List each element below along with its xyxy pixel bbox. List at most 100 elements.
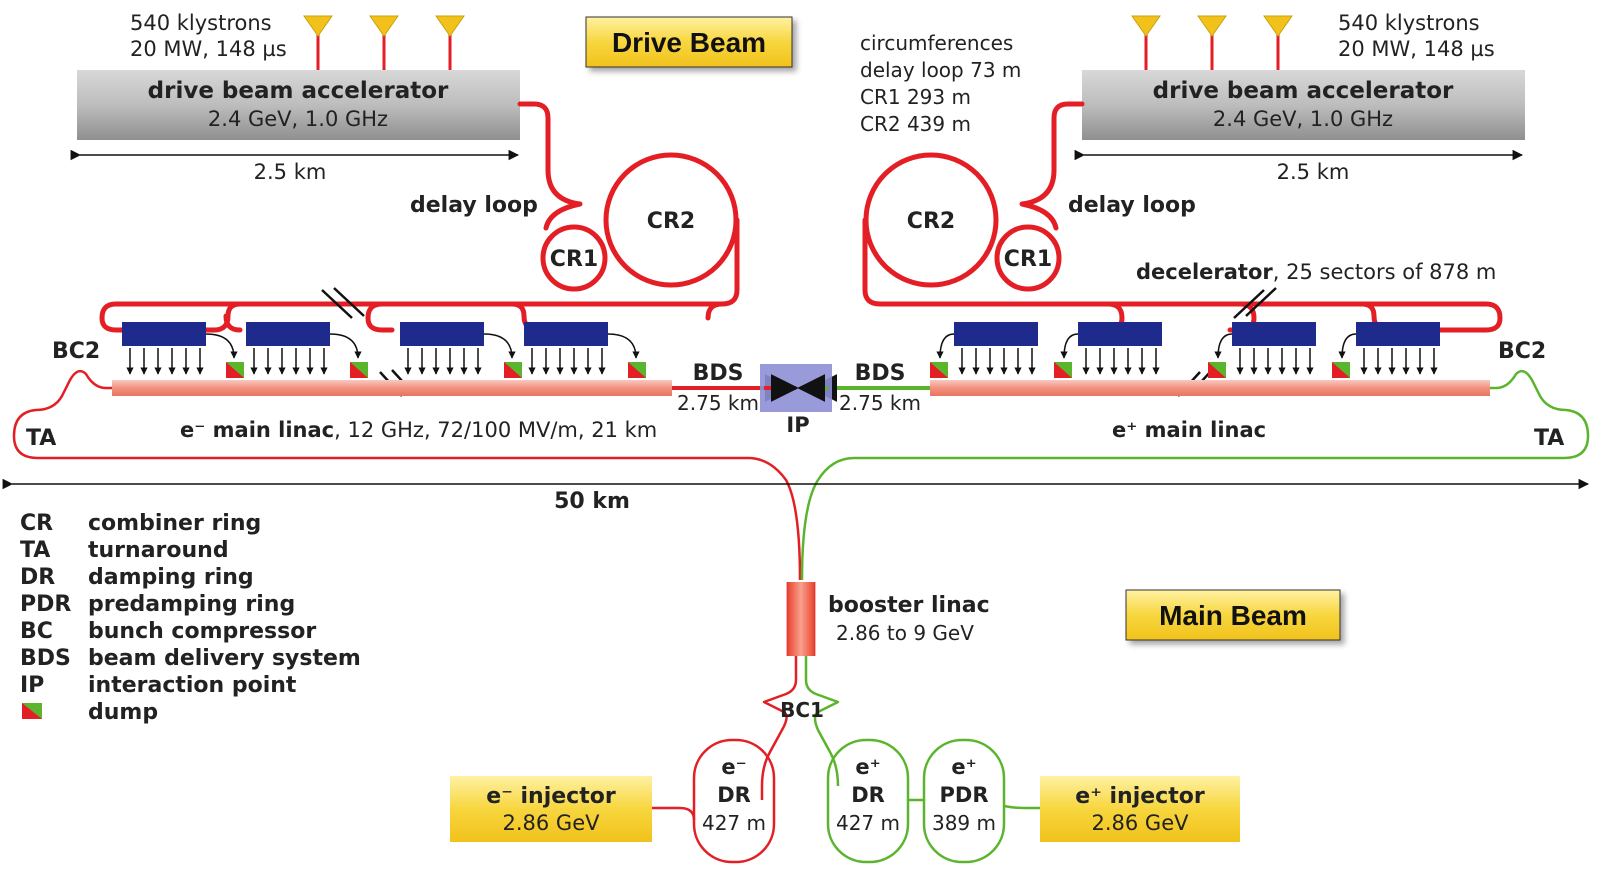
electron-main-linac — [112, 380, 672, 396]
klystron-antennas-right — [1131, 15, 1293, 70]
legend-item: PDR predamping ring — [20, 592, 295, 617]
electron-injector-line — [652, 806, 696, 821]
dump-arrow — [483, 333, 516, 359]
circumferences-heading: circumferences — [860, 31, 1013, 55]
drive-accelerator-spec-right: 2.4 GeV, 1.0 GHz — [1213, 107, 1393, 131]
drive-beam-accelerator-left — [77, 70, 520, 140]
circumference-delay-loop: delay loop 73 m — [860, 58, 1021, 82]
legend-item: DR damping ring — [20, 565, 254, 590]
decelerator-label: decelerator, 25 sectors of 878 m — [1136, 260, 1496, 284]
positron-dr-particle: e⁺ — [855, 755, 880, 779]
electron-linac-label: e⁻ main linac, 12 GHz, 72/100 MV/m, 21 k… — [180, 418, 657, 442]
drive-accelerator-spec-left: 2.4 GeV, 1.0 GHz — [208, 107, 388, 131]
circumference-cr1: CR1 293 m — [860, 85, 971, 109]
legend-item: dump — [22, 700, 158, 725]
accelerator-length-left: 2.5 km — [254, 160, 327, 184]
decelerator-name: decelerator — [1136, 260, 1273, 284]
legend-abbr: IP — [20, 673, 44, 698]
klystron-antennas-left — [303, 15, 465, 70]
electron-injector-name: e⁻ injector — [486, 784, 616, 809]
legend-desc: damping ring — [88, 565, 254, 590]
dump-icon-red — [1208, 362, 1226, 378]
legend-abbr: BC — [20, 619, 53, 644]
legend-desc: combiner ring — [88, 511, 261, 536]
accelerator-length-right: 2.5 km — [1277, 160, 1350, 184]
decelerator-sector — [1332, 322, 1440, 378]
decelerator-sector — [246, 322, 368, 378]
electron-linac-detail: , 12 GHz, 72/100 MV/m, 21 km — [334, 418, 657, 442]
positron-injector — [1040, 776, 1240, 842]
legend-abbr: PDR — [20, 592, 71, 617]
electron-dr-text: e⁻ DR 427 m — [702, 755, 766, 835]
dump-arrow — [329, 333, 362, 359]
main-beam-title-box — [1125, 589, 1341, 641]
pets-block — [954, 322, 1038, 346]
bc1-label: BC1 — [780, 698, 824, 722]
pets-block — [246, 322, 330, 346]
positron-dr-label: DR — [851, 783, 885, 807]
legend-desc: predamping ring — [88, 592, 295, 617]
electron-damping-ring — [692, 738, 776, 864]
klystron-spec-right: 20 MW, 148 µs — [1338, 37, 1495, 61]
positron-injector-energy: 2.86 GeV — [1092, 811, 1190, 835]
decelerator-sector — [1054, 322, 1162, 378]
electron-dr-particle: e⁻ — [721, 755, 746, 779]
positron-pdr-particle: e⁺ — [951, 755, 976, 779]
total-length-label: 50 km — [554, 489, 630, 514]
legend-abbr: DR — [20, 565, 55, 590]
dump-icon-red — [1332, 362, 1350, 378]
bc1-positron-lines — [804, 656, 840, 787]
dump-icon-red — [930, 362, 948, 378]
pets-block — [400, 322, 484, 346]
dump-icon-red — [22, 703, 42, 719]
drive-accelerator-name-left: drive beam accelerator — [148, 78, 449, 104]
decelerator-blocks — [122, 322, 1440, 378]
cr1-label-left: CR1 — [550, 247, 598, 272]
bds-label-right: BDS — [855, 361, 906, 386]
booster-spec: 2.86 to 9 GeV — [836, 621, 974, 645]
decelerator-sector — [930, 322, 1038, 378]
dump-arrow — [936, 333, 955, 359]
bc2-label-right: BC2 — [1498, 339, 1546, 364]
bds-length-right: 2.75 km — [839, 391, 921, 415]
pets-block — [122, 322, 206, 346]
positron-pdr-text: e⁺ PDR 389 m — [932, 755, 996, 835]
ta-label-right: TA — [1534, 426, 1564, 451]
positron-dr-circumference: 427 m — [836, 811, 900, 835]
legend-desc: dump — [88, 700, 158, 725]
cr1-label-right: CR1 — [1004, 247, 1052, 272]
dump-icon-red — [628, 362, 646, 378]
delay-loop-label-left: delay loop — [410, 193, 538, 218]
decelerator-sector — [122, 322, 244, 378]
dump-arrow — [607, 333, 640, 359]
bds-label-left: BDS — [693, 361, 744, 386]
dump-icon-red — [504, 362, 522, 378]
klystron-count-right: 540 klystrons — [1338, 11, 1480, 35]
dump-icon-red — [350, 362, 368, 378]
klystron-spec-left: 20 MW, 148 µs — [130, 37, 287, 61]
booster-name: booster linac — [828, 593, 990, 618]
bc2-label-left: BC2 — [52, 339, 100, 364]
electron-dr-label: DR — [717, 783, 751, 807]
booster-linac — [787, 582, 815, 656]
legend-abbr: CR — [20, 511, 53, 536]
delay-loop-label-right: delay loop — [1068, 193, 1196, 218]
legend-abbr: TA — [20, 538, 50, 563]
drive-beam-title: Drive Beam — [612, 27, 766, 58]
positron-pdr-circumference: 389 m — [932, 811, 996, 835]
positron-injector-line — [1003, 804, 1040, 810]
dump-icon-red — [226, 362, 244, 378]
dump-arrow — [1338, 333, 1357, 359]
drive-beam-lines-right — [862, 101, 1503, 333]
electron-injector — [450, 776, 652, 842]
pets-block — [1078, 322, 1162, 346]
ta-label-left: TA — [26, 426, 56, 451]
electron-dr-circumference: 427 m — [702, 811, 766, 835]
decelerator-sector — [1208, 322, 1316, 378]
